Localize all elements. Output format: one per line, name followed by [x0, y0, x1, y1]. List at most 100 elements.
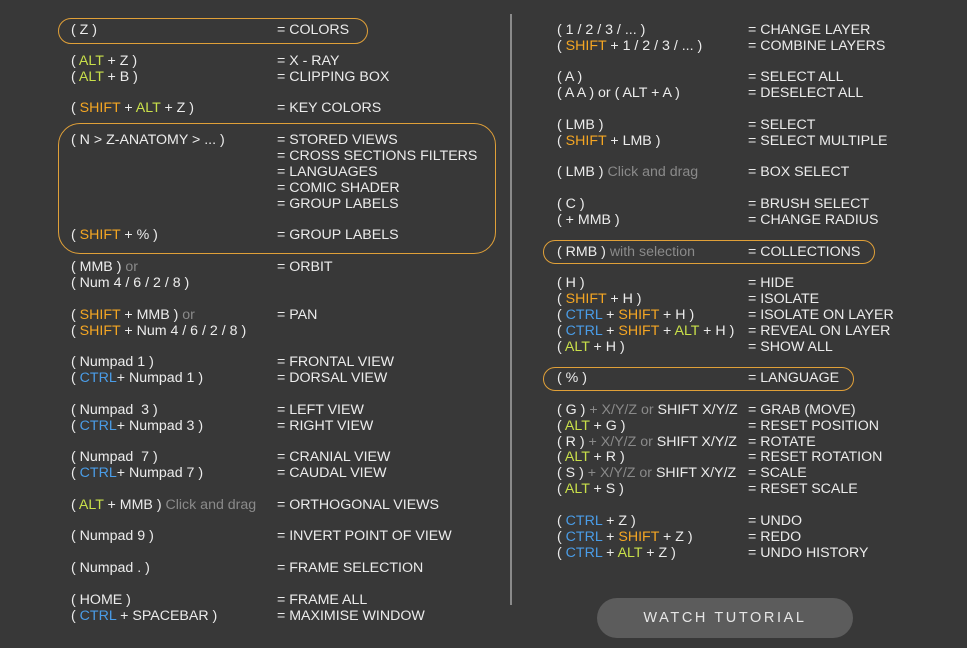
- shortcut-action: = ISOLATE: [748, 291, 820, 307]
- shortcut-keys: ( Num 4 / 6 / 2 / 8 ): [71, 275, 189, 291]
- shortcut-action: = DORSAL VIEW: [277, 370, 388, 386]
- key-text: (: [71, 69, 79, 85]
- shortcut-keys: ( HOME ): [71, 592, 131, 608]
- shortcut-action: = INVERT POINT OF VIEW: [277, 528, 452, 544]
- key-text: (: [557, 529, 566, 545]
- shortcut-keys: ( SHIFT + Num 4 / 6 / 2 / 8 ): [71, 323, 246, 339]
- alt-modifier: ALT: [564, 339, 590, 355]
- shortcut-action: = SCALE: [748, 465, 807, 481]
- shift-modifier: SHIFT: [618, 323, 660, 339]
- key-text: ( LMB ): [557, 117, 604, 133]
- key-text: ( H ): [557, 275, 585, 291]
- shortcut-action: = RIGHT VIEW: [277, 418, 374, 434]
- key-text: (: [557, 133, 566, 149]
- key-text: ( % ): [557, 370, 587, 386]
- alt-modifier: ALT: [564, 449, 590, 465]
- key-text: + H ): [589, 339, 625, 355]
- ctrl-modifier: CTRL: [79, 608, 117, 624]
- watch-tutorial-button[interactable]: WATCH TUTORIAL: [597, 598, 853, 638]
- shortcut-action: = CHANGE RADIUS: [748, 212, 879, 228]
- shortcut-action: = GRAB (MOVE): [748, 402, 856, 418]
- shortcut-action: = RESET POSITION: [748, 418, 880, 434]
- shortcut-action: = LANGUAGE: [748, 370, 840, 386]
- key-text: Click and drag: [165, 497, 257, 513]
- shortcut-action: = BRUSH SELECT: [748, 196, 870, 212]
- key-text: + H ): [659, 307, 695, 323]
- shortcut-action: = UNDO: [748, 513, 802, 529]
- shift-modifier: SHIFT: [79, 227, 121, 243]
- shortcut-action: = REDO: [748, 529, 802, 545]
- ctrl-modifier: CTRL: [565, 323, 603, 339]
- key-text: + Z ): [642, 545, 676, 561]
- key-text: ( S ): [557, 465, 588, 481]
- shortcut-action: = ISOLATE ON LAYER: [748, 307, 894, 323]
- shortcut-action: = SHOW ALL: [748, 339, 833, 355]
- shortcut-action: = CROSS SECTIONS FILTERS: [277, 148, 478, 164]
- key-text: + Numpad 7 ): [116, 465, 204, 481]
- key-text: + SPACEBAR ): [116, 608, 218, 624]
- key-text: ( LMB ): [557, 164, 608, 180]
- key-text: or: [640, 402, 654, 418]
- shift-modifier: SHIFT: [79, 323, 121, 339]
- alt-modifier: ALT: [78, 497, 104, 513]
- key-text: or: [182, 307, 195, 323]
- ctrl-modifier: CTRL: [79, 370, 117, 386]
- key-text: (: [71, 370, 80, 386]
- shortcut-action: = RESET ROTATION: [748, 449, 883, 465]
- shortcut-action: = COMBINE LAYERS: [748, 38, 886, 54]
- shortcut-keys: ( G ) + X/Y/Z or SHIFT X/Y/Z: [557, 402, 738, 418]
- language-highlight-box: [543, 367, 854, 391]
- shortcut-keys: ( Numpad 7 ): [71, 449, 158, 465]
- shortcut-keys: ( A ): [557, 69, 582, 85]
- key-text: or: [640, 434, 653, 450]
- key-text: ( A A ) or ( ALT + A ): [557, 85, 680, 101]
- key-text: ( A ): [557, 69, 583, 85]
- shortcut-action: = KEY COLORS: [277, 100, 382, 116]
- key-text: ( + MMB ): [557, 212, 620, 228]
- key-text: SHIFT X/Y/Z: [652, 434, 737, 450]
- shortcut-keys: ( A A ) or ( ALT + A ): [557, 85, 680, 101]
- key-text: (: [557, 323, 566, 339]
- shortcut-keys: ( CTRL + SPACEBAR ): [71, 608, 217, 624]
- shift-modifier: SHIFT: [79, 307, 121, 323]
- key-text: (: [71, 497, 79, 513]
- key-text: ( Numpad 7 ): [71, 449, 158, 465]
- shortcut-action: = GROUP LABELS: [277, 227, 399, 243]
- shortcut-keys: ( Numpad 1 ): [71, 354, 154, 370]
- key-text: or: [639, 465, 653, 481]
- shortcut-action: = FRAME ALL: [277, 592, 368, 608]
- shortcut-action: = CRANIAL VIEW: [277, 449, 391, 465]
- shortcut-action: = ROTATE: [748, 434, 816, 450]
- shortcut-keys: ( % ): [557, 370, 587, 386]
- key-text: with selection: [609, 244, 695, 260]
- shortcut-keys: ( 1 / 2 / 3 / ... ): [557, 22, 645, 38]
- key-text: + Z ): [103, 53, 138, 69]
- shortcut-action: = CAUDAL VIEW: [277, 465, 387, 481]
- shortcut-action: = MAXIMISE WINDOW: [277, 608, 425, 624]
- key-text: + Z ): [602, 513, 636, 529]
- ctrl-modifier: CTRL: [79, 418, 117, 434]
- key-text: (: [557, 545, 566, 561]
- key-text: ( Numpad 9 ): [71, 528, 154, 544]
- key-text: (: [557, 38, 566, 54]
- shortcut-keys: ( + MMB ): [557, 212, 620, 228]
- key-text: (: [557, 418, 565, 434]
- shortcut-action: = FRAME SELECTION: [277, 560, 424, 576]
- key-text: ( R ): [557, 434, 589, 450]
- key-text: ( Num 4 / 6 / 2 / 8 ): [71, 275, 190, 291]
- alt-modifier: ALT: [617, 545, 643, 561]
- key-text: +: [120, 100, 136, 116]
- key-text: + S ): [589, 481, 624, 497]
- shortcut-keys: ( SHIFT + H ): [557, 291, 642, 307]
- shortcut-keys: ( S ) + X/Y/Z or SHIFT X/Y/Z: [557, 465, 736, 481]
- shortcut-keys: ( SHIFT + % ): [71, 227, 158, 243]
- key-text: ( Numpad 3 ): [71, 402, 158, 418]
- key-text: +: [602, 529, 619, 545]
- key-text: + LMB ): [606, 133, 661, 149]
- shortcut-keys: ( CTRL+ Numpad 7 ): [71, 465, 203, 481]
- key-text: ( RMB ): [557, 244, 610, 260]
- ctrl-modifier: CTRL: [565, 529, 603, 545]
- key-text: ( 1 / 2 / 3 / ... ): [557, 22, 646, 38]
- shift-modifier: SHIFT: [79, 100, 121, 116]
- key-text: + MMB ): [103, 497, 166, 513]
